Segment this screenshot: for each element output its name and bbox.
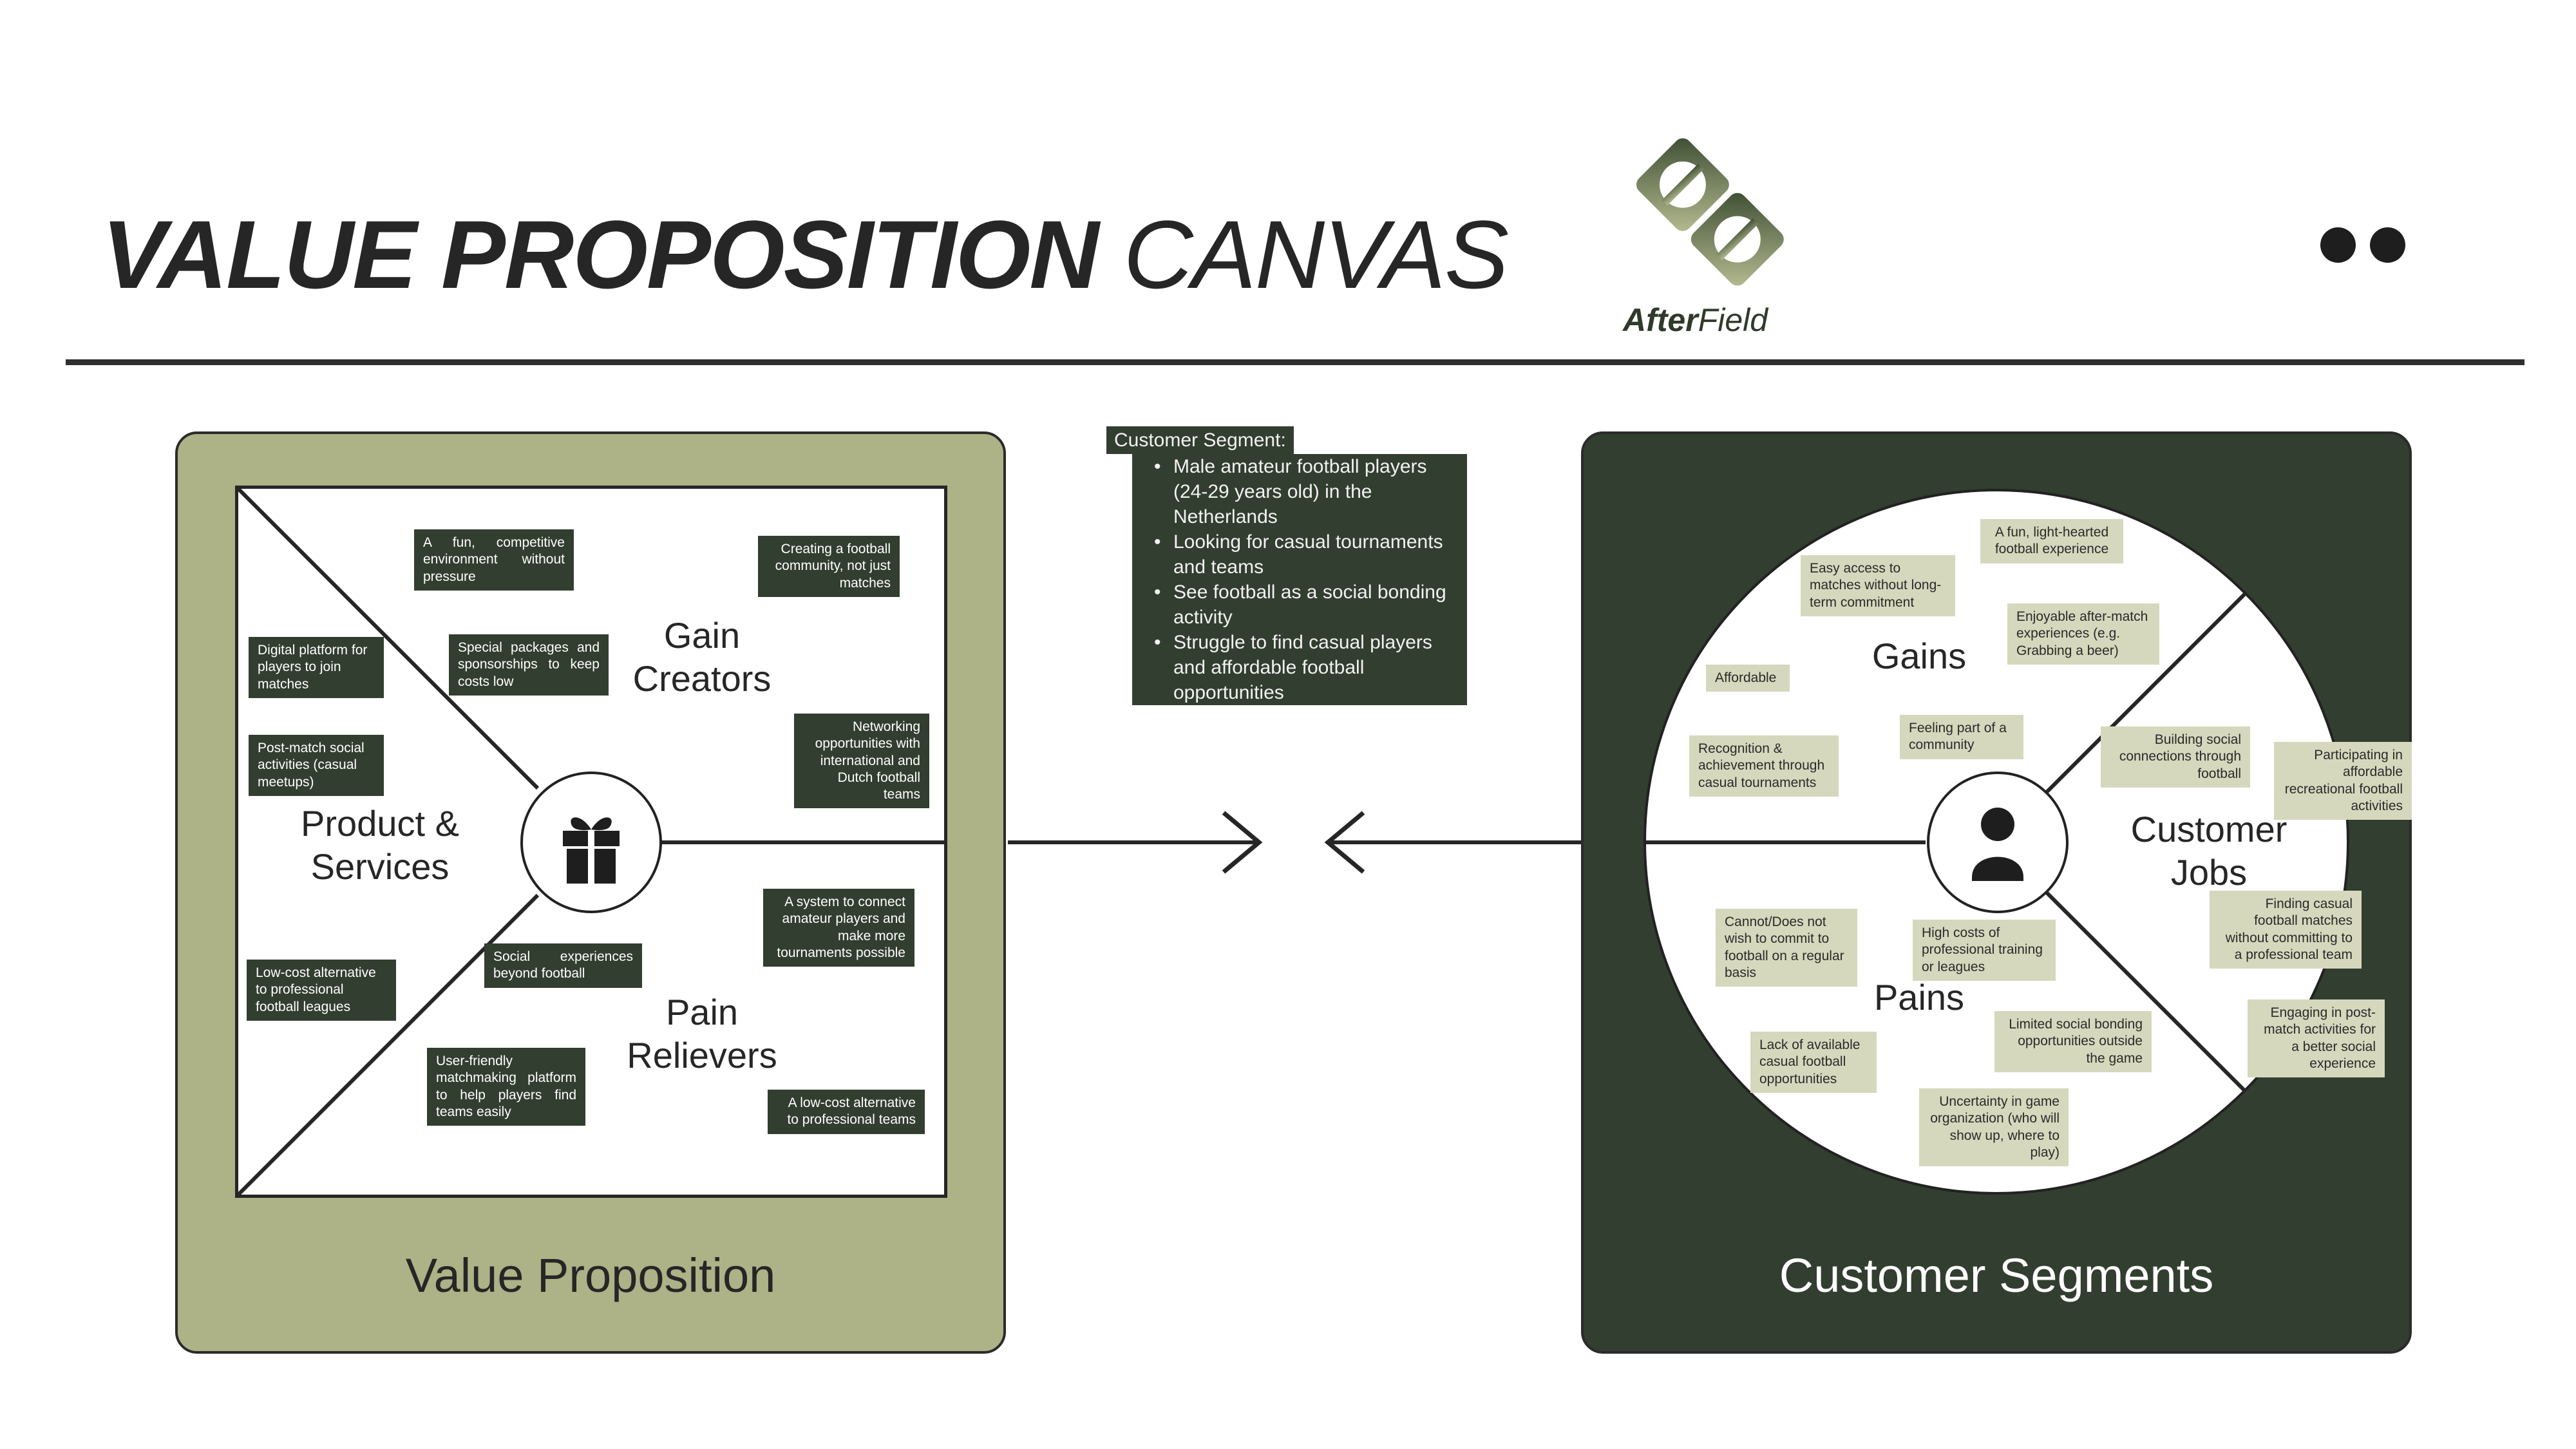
gains-label: Gains [1871,636,1967,676]
decorative-dot [2370,227,2405,263]
page-title: VALUE PROPOSITION CANVAS [102,200,1509,308]
pain-reliever-note: User-friendly matchmaking platform to he… [427,1048,585,1126]
products-services-label: Product & Services [301,803,459,887]
gain-creator-note: A fun, competitive environment without p… [414,529,574,591]
segment-item: Male amateur football players (24-29 yea… [1132,454,1467,529]
product-note: Digital platform for players to join mat… [249,637,384,698]
gain-note: Affordable [1706,665,1790,692]
job-note: Engaging in post-match activities for a … [2248,999,2385,1077]
gain-creators-label: Gain Creators [632,615,772,699]
gift-center-disc [520,772,662,913]
pain-note: Limited social bonding opportunities out… [1994,1011,2152,1072]
job-note: Building social connections through foot… [2101,726,2250,788]
pains-label: Pains [1873,977,1965,1018]
segment-item: See football as a social bonding activit… [1132,580,1467,630]
pain-note: Cannot/Does not wish to commit to footba… [1716,909,1857,987]
gain-creator-note: Networking opportunities with internatio… [794,714,929,809]
decorative-dot [2320,227,2356,263]
logo-wordmark: AfterField [1623,302,1768,338]
arrow-left-head [1324,811,1365,874]
segment-item: Looking for casual tournaments and teams [1132,529,1467,580]
gain-note: Enjoyable after-match experiences (e.g. … [2007,603,2159,665]
pain-note: Lack of available casual football opport… [1750,1032,1877,1093]
value-proposition-title: Value Proposition [405,1249,776,1302]
person-center-disc [1927,772,2069,913]
gain-note: Recognition & achievement through casual… [1689,735,1839,797]
pain-reliever-note: A system to connect amateur players and … [763,889,914,967]
header-divider [66,359,2524,365]
customer-jobs-label: Customer Jobs [2130,809,2287,893]
job-note: Participating in affordable recreational… [2274,742,2412,820]
customer-segment-heading: Customer Segment: [1106,426,1294,454]
cs-diagonal-top [2045,591,2248,794]
pain-reliever-note: A low-cost alternative to professional t… [768,1090,925,1134]
gain-note: Easy access to matches without long-term… [1801,555,1955,616]
afterfield-logo [1610,132,1803,325]
customer-segments-title: Customer Segments [1779,1249,2214,1302]
product-note: Low-cost alternative to professional foo… [247,960,396,1021]
gain-note: A fun, light-hearted football experience [1980,519,2123,564]
pain-relievers-label: Pain Relievers [627,992,777,1076]
cs-diagonal-bottom [2045,891,2248,1094]
pain-reliever-note: Social experiences beyond football [484,943,642,988]
gain-note: Feeling part of a community [1900,715,2023,759]
product-note: Post-match social activities (casual mee… [249,735,384,796]
gain-creator-note: Creating a football community, not just … [758,536,900,597]
person-icon [1972,808,2023,881]
job-note: Finding casual football matches without … [2210,891,2362,969]
gift-icon [563,817,620,884]
segment-item: Struggle to find casual players and affo… [1132,630,1467,705]
pain-note: Uncertainty in game organization (who wi… [1919,1088,2069,1166]
customer-segment-note: Customer Segment: Male amateur football … [1106,426,1467,705]
gain-creator-note: Special packages and sponsorships to kee… [449,634,609,696]
arrow-right-head [1222,811,1263,874]
vp-diagonal-top [236,487,540,790]
pain-note: High costs of professional training or l… [1913,920,2056,981]
